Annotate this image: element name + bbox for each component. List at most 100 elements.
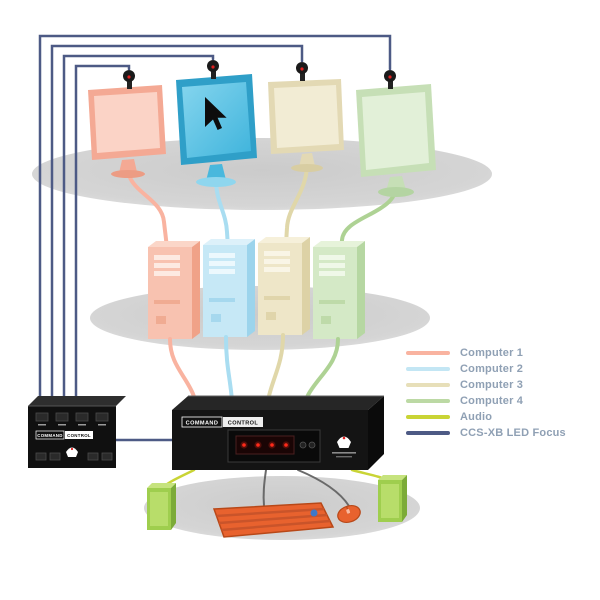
cursor-arrow-icon	[205, 97, 227, 130]
switch-fine-print-mark	[332, 452, 356, 454]
tower-1-bay	[154, 255, 180, 260]
adder-logo-icon	[337, 436, 351, 448]
legend-label-audio: Audio	[460, 410, 493, 423]
monitor-2-stand	[206, 164, 226, 181]
webcam-2-lens	[211, 65, 215, 69]
adder-helmet	[337, 436, 351, 448]
led-indicator	[242, 443, 246, 447]
legend-item-led-focus: CCS-XB LED Focus	[406, 426, 566, 439]
tower-4-top	[313, 241, 365, 247]
tower-1-side	[192, 241, 200, 339]
switch-brand-box-command	[181, 416, 223, 428]
switch-button	[308, 441, 316, 449]
led-indicator	[270, 443, 274, 447]
adder-helmet	[66, 447, 78, 457]
cable-mouse	[297, 469, 350, 507]
monitor-1-base	[111, 170, 145, 178]
tower-4-vent	[321, 316, 331, 324]
tower-2-slot	[209, 298, 235, 302]
xb-port-label-mark	[38, 424, 46, 426]
tower-4-slot	[319, 300, 345, 304]
tower-3-slot	[264, 296, 290, 300]
switch-brand-box-control	[223, 417, 263, 427]
speaker-right-side	[402, 475, 407, 522]
legend-swatch-audio	[406, 414, 450, 419]
speaker-right-top	[378, 475, 407, 480]
legend-item-audio: Audio	[406, 410, 566, 423]
switch-brand-command: COMMAND	[186, 421, 219, 427]
tower-1-bay	[154, 263, 180, 268]
tower-3-top	[258, 237, 310, 243]
legend-item-computer-4: Computer 4	[406, 394, 566, 407]
legend-swatch-computer-3	[406, 382, 450, 387]
keyboard-key-row	[221, 519, 331, 532]
monitor-computer-1	[88, 70, 166, 178]
tower-4-bay	[319, 263, 345, 268]
legend-item-computer-1: Computer 1	[406, 346, 566, 359]
xb-port	[35, 452, 47, 461]
keyboard-key-row	[218, 513, 328, 525]
webcam-1-lens	[127, 75, 131, 79]
tower-2-side	[247, 239, 255, 337]
xb-brand-control: CONTROL	[67, 433, 91, 438]
webcam-icon	[296, 62, 308, 81]
legend-label-computer-1: Computer 1	[460, 346, 524, 359]
legend-swatch-computer-1	[406, 350, 450, 355]
xb-port	[75, 412, 89, 422]
tower-3-bay	[264, 267, 290, 272]
speaker-left-side	[171, 483, 176, 530]
tower-1-front	[148, 247, 192, 339]
xb-port	[101, 452, 113, 461]
keyboard	[212, 502, 335, 538]
legend-swatch-computer-4	[406, 398, 450, 403]
legend-swatch-led-focus	[406, 430, 450, 435]
mouse	[337, 505, 361, 523]
monitor-computer-2	[176, 60, 257, 187]
cable-keyboard	[262, 469, 267, 507]
legend-swatch-computer-2	[406, 366, 450, 371]
tower-2-top	[203, 239, 255, 245]
switch-button	[299, 441, 307, 449]
monitor-4-screen	[362, 92, 429, 170]
keyboard-trackball	[310, 509, 318, 517]
adder-dot	[70, 447, 74, 451]
monitor-computer-4	[356, 70, 436, 197]
webcam-icon	[123, 70, 135, 89]
xb-port-label-mark	[98, 424, 106, 426]
tower-3-bay	[264, 259, 290, 264]
led-indicator	[256, 443, 260, 447]
monitor-2-base	[196, 177, 236, 187]
webcam-4-lens	[388, 75, 392, 79]
tower-computer-4	[313, 241, 365, 339]
speaker-left-top	[147, 483, 176, 488]
legend-label-computer-4: Computer 4	[460, 394, 524, 407]
xb-port	[95, 412, 109, 422]
speaker-right	[378, 475, 407, 522]
legend-label-computer-2: Computer 2	[460, 362, 524, 375]
legend: Computer 1 Computer 2 Computer 3 Compute…	[406, 346, 566, 439]
tower-computer-1	[148, 241, 200, 339]
tower-2-bay	[209, 261, 235, 266]
led-focus-cables	[38, 34, 392, 442]
led-display	[235, 435, 295, 455]
tower-1-top	[148, 241, 200, 247]
webcam-4-neck	[388, 80, 393, 89]
cable-led-focus-4	[38, 34, 392, 412]
xb-brand-command: COMMAND	[37, 433, 63, 438]
xb-port-label-mark	[78, 424, 86, 426]
mouse-scroll-wheel	[346, 509, 351, 514]
xb-port	[55, 412, 69, 422]
tower-1-slot	[154, 300, 180, 304]
monitor-3-stand	[299, 153, 315, 167]
cable-led-focus-3	[50, 44, 304, 412]
tower-2-bay	[209, 253, 235, 258]
switch-fine-print-mark	[336, 456, 352, 458]
tower-2-bay	[209, 269, 235, 274]
xb-port	[49, 452, 61, 461]
xb-port	[87, 452, 99, 461]
monitor-1-screen	[94, 92, 160, 153]
monitor-3-base	[291, 164, 323, 172]
tower-3-bay	[264, 251, 290, 256]
